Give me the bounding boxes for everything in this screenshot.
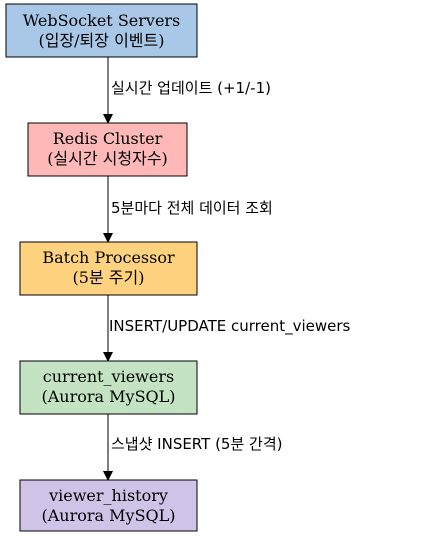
node-title: Batch Processor — [42, 248, 175, 267]
edge-current-to-history: 스냅샷 INSERT (5분 간격) — [103, 414, 283, 481]
node-title: viewer_history — [48, 486, 168, 505]
node-subtitle: (5분 주기) — [73, 268, 145, 287]
node-current-viewers: current_viewers (Aurora MySQL) — [19, 360, 198, 415]
edge-websocket-to-redis: 실시간 업데이트 (+1/-1) — [103, 57, 271, 124]
node-box — [19, 241, 198, 296]
node-box — [5, 3, 198, 58]
edge-redis-to-batch: 5분마다 전체 데이터 조회 — [103, 176, 273, 243]
node-viewer-history: viewer_history (Aurora MySQL) — [19, 479, 198, 532]
edge-label: 실시간 업데이트 (+1/-1) — [111, 79, 271, 97]
node-batch-processor: Batch Processor (5분 주기) — [19, 241, 198, 296]
edge-label: INSERT/UPDATE current_viewers — [109, 317, 351, 336]
node-redis-cluster: Redis Cluster (실시간 시청자수) — [27, 122, 188, 177]
node-box — [19, 479, 198, 532]
node-websocket-servers: WebSocket Servers (입장/퇴장 이벤트) — [5, 3, 198, 58]
edge-label: 5분마다 전체 데이터 조회 — [111, 199, 273, 217]
edge-batch-to-current: INSERT/UPDATE current_viewers — [103, 295, 351, 362]
node-subtitle: (Aurora MySQL) — [41, 387, 175, 406]
node-subtitle: (Aurora MySQL) — [41, 506, 175, 525]
node-title: current_viewers — [43, 367, 174, 386]
node-subtitle: (실시간 시청자수) — [47, 149, 168, 168]
node-subtitle: (입장/퇴장 이벤트) — [38, 31, 164, 50]
edge-label: 스냅샷 INSERT (5분 간격) — [111, 435, 283, 453]
node-title: Redis Cluster — [53, 129, 163, 148]
node-box — [27, 122, 188, 177]
node-title: WebSocket Servers — [23, 11, 181, 30]
